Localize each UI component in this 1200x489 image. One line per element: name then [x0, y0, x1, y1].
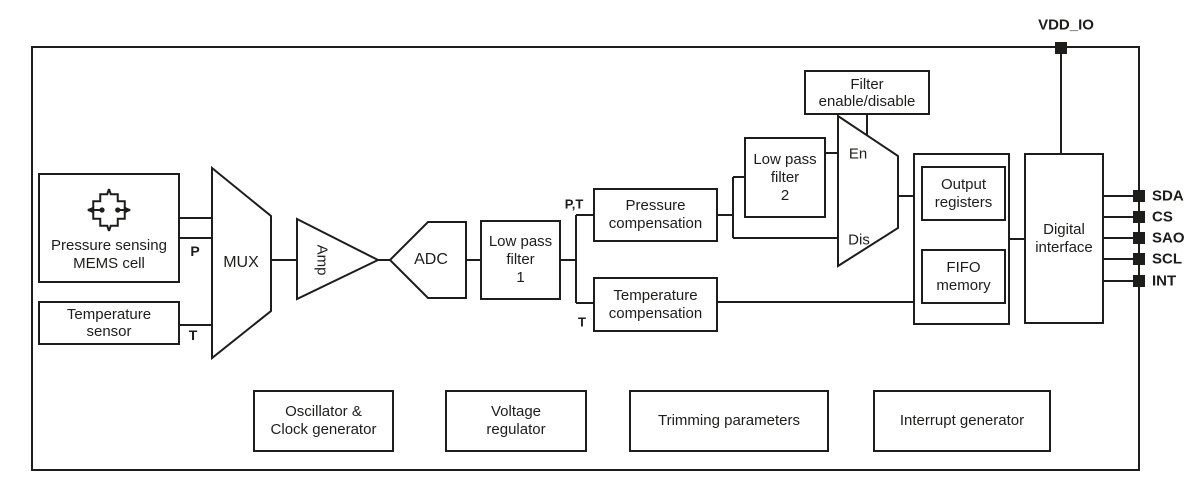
- filter-select-mux-shape: [837, 114, 899, 268]
- pin-cs-label: CS: [1152, 208, 1173, 226]
- pin-square-sao: [1133, 232, 1145, 244]
- filter-enable-input-label: En: [848, 145, 868, 163]
- vdd-pin-square: [1055, 42, 1067, 54]
- amp-label: Amp: [313, 244, 331, 276]
- signal-t2-label: T: [578, 314, 586, 330]
- registers-fifo-group-box: Output registers FIFO memory: [913, 153, 1010, 325]
- pin-square-sda: [1133, 190, 1145, 202]
- pin-sao-label: SAO: [1152, 229, 1185, 247]
- filter-disable-input-label: Dis: [848, 231, 870, 249]
- adc-label: ADC: [414, 251, 448, 268]
- pin-sda-label: SDA: [1152, 187, 1184, 205]
- pin-square-scl: [1133, 253, 1145, 265]
- oscillator-clock-box: Oscillator & Clock generator: [253, 390, 394, 452]
- digital-interface-label: Digital interface: [1035, 220, 1093, 256]
- low-pass-filter-1-label: Low pass filter 1: [488, 233, 553, 286]
- interrupt-generator-label: Interrupt generator: [899, 412, 1025, 429]
- low-pass-filter-2-box: Low pass filter 2: [744, 137, 826, 218]
- mux-label: MUX: [223, 254, 259, 271]
- filter-enable-disable-label: Filter enable/disable: [818, 75, 916, 110]
- voltage-regulator-label: Voltage regulator: [486, 403, 546, 438]
- pin-int-label: INT: [1152, 272, 1177, 290]
- pressure-compensation-box: Pressure compensation: [593, 188, 718, 242]
- output-registers-label: Output registers: [934, 175, 993, 211]
- amp-shape: [296, 217, 381, 301]
- temperature-compensation-box: Temperature compensation: [593, 277, 718, 332]
- mux-shape: [211, 165, 272, 361]
- trimming-parameters-box: Trimming parameters: [629, 390, 829, 452]
- pin-square-int: [1133, 275, 1145, 287]
- temperature-compensation-label: Temperature compensation: [608, 286, 703, 322]
- mems-cell-label: Pressure sensing MEMS cell: [51, 237, 167, 272]
- signal-p-label: P: [190, 243, 200, 259]
- vdd-io-label: VDD_IO: [1038, 16, 1094, 34]
- oscillator-clock-label: Oscillator & Clock generator: [270, 403, 377, 438]
- filter-enable-disable-box: Filter enable/disable: [804, 70, 930, 115]
- pressure-compensation-label: Pressure compensation: [608, 197, 703, 232]
- temperature-sensor-box: Temperature sensor: [38, 301, 180, 345]
- digital-interface-box: Digital interface: [1024, 153, 1104, 324]
- fifo-memory-box: FIFO memory: [921, 249, 1006, 304]
- signal-pt-label: P,T: [564, 196, 584, 212]
- low-pass-filter-1-box: Low pass filter 1: [480, 220, 561, 300]
- voltage-regulator-box: Voltage regulator: [445, 390, 587, 452]
- temperature-sensor-label: Temperature sensor: [66, 306, 152, 340]
- low-pass-filter-2-label: Low pass filter 2: [753, 150, 817, 204]
- pin-square-cs: [1133, 211, 1145, 223]
- adc-shape: [388, 221, 467, 299]
- fifo-memory-label: FIFO memory: [936, 258, 991, 294]
- pin-scl-label: SCL: [1152, 250, 1182, 268]
- signal-t-label: T: [188, 327, 198, 343]
- wire-group: [179, 46, 1140, 326]
- wheatstone-bridge-icon: [87, 183, 131, 237]
- mems-cell-box: Pressure sensing MEMS cell: [38, 173, 180, 283]
- trimming-parameters-label: Trimming parameters: [658, 412, 800, 429]
- output-registers-box: Output registers: [921, 166, 1006, 221]
- interrupt-generator-box: Interrupt generator: [873, 390, 1051, 452]
